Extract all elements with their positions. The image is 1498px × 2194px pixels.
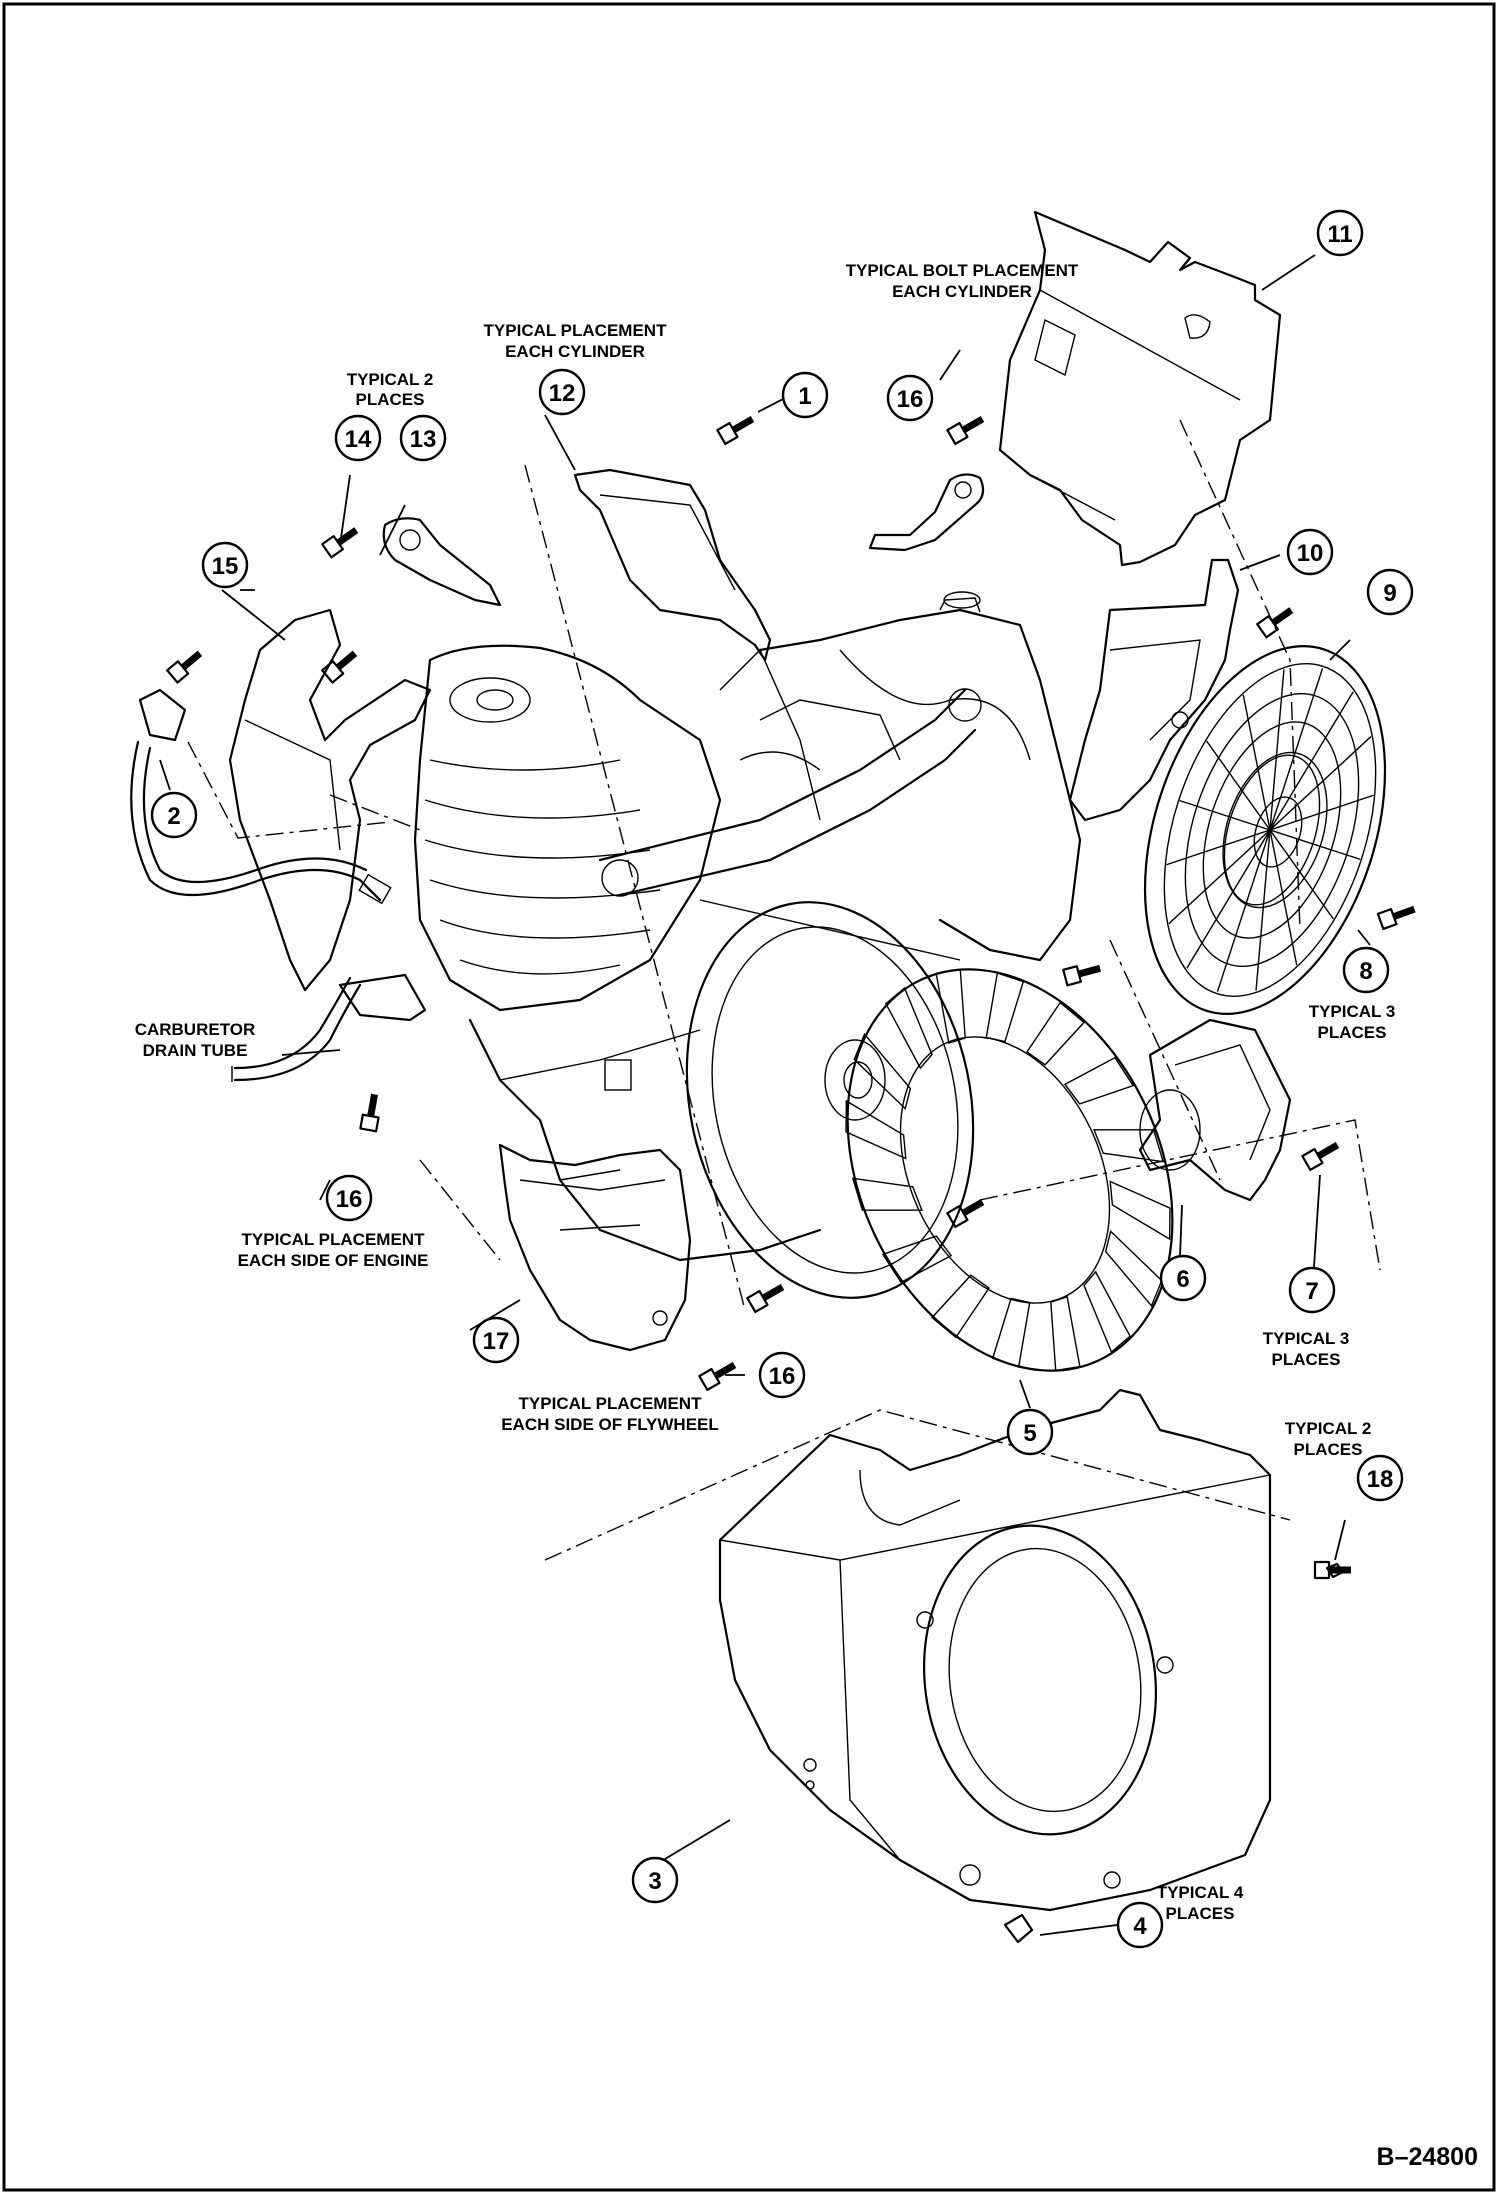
callouts: 1 2 3 4 5 6 7 8 9 10 11 12 13 14 15 16 1… xyxy=(150,209,1414,1949)
note-typical-3-places-8-line1: TYPICAL 3 xyxy=(1309,1002,1396,1021)
leader-lines xyxy=(159,254,1371,1936)
note-typical-3-places-7-line1: TYPICAL 3 xyxy=(1263,1329,1350,1348)
note-placement-each-cylinder-line2: EACH CYLINDER xyxy=(505,342,645,361)
note-bolt-each-cylinder-line2: EACH CYLINDER xyxy=(892,282,1032,301)
svg-text:10: 10 xyxy=(1297,540,1324,567)
note-typical-3-places-7-line2: PLACES xyxy=(1272,1350,1341,1369)
bolt xyxy=(746,1283,785,1314)
note-carburetor-drain-tube-line2: DRAIN TUBE xyxy=(143,1041,248,1060)
baffle-part-10 xyxy=(1068,558,1240,822)
callout-17: 17 xyxy=(472,1316,520,1364)
svg-text:9: 9 xyxy=(1383,580,1396,607)
deflector-part-12 xyxy=(573,468,772,662)
svg-text:2: 2 xyxy=(167,803,180,830)
reference-number: B–24800 xyxy=(1377,2143,1478,2171)
bolt xyxy=(359,1093,380,1133)
note-typical-2-places-line1: TYPICAL 2 xyxy=(347,370,434,389)
callout-5: 5 xyxy=(1006,1408,1054,1456)
callout-12: 12 xyxy=(538,368,586,416)
note-carburetor-drain-tube-line1: CARBURETOR xyxy=(135,1020,256,1039)
note-typical-2-places-line2: PLACES xyxy=(356,390,425,409)
callout-10: 10 xyxy=(1286,528,1334,576)
callout-11: 11 xyxy=(1316,209,1364,257)
bracket-part-13 xyxy=(382,517,502,607)
svg-text:5: 5 xyxy=(1023,1420,1036,1447)
note-typical-4-places-line1: TYPICAL 4 xyxy=(1157,1883,1244,1902)
svg-text:16: 16 xyxy=(336,1186,363,1213)
blower-housing-part-3 xyxy=(718,1388,1272,1912)
callout-16-top: 16 xyxy=(886,374,934,422)
note-each-side-engine-line2: EACH SIDE OF ENGINE xyxy=(238,1251,429,1270)
flywheel xyxy=(685,899,975,1299)
svg-text:16: 16 xyxy=(897,386,924,413)
note-each-side-engine-line1: TYPICAL PLACEMENT xyxy=(242,1230,426,1249)
bolt xyxy=(698,1361,737,1392)
nut-part-18 xyxy=(1325,1562,1345,1579)
note-typical-3-places-8-line2: PLACES xyxy=(1318,1023,1387,1042)
callout-16-engine: 16 xyxy=(325,1174,373,1222)
lower-baffle-part-17 xyxy=(498,1143,692,1352)
starter-cup-part-6 xyxy=(1138,1018,1292,1202)
callout-7: 7 xyxy=(1288,1266,1336,1314)
bolt xyxy=(321,650,358,684)
svg-text:6: 6 xyxy=(1176,1266,1189,1293)
callout-13: 13 xyxy=(399,414,447,462)
fan-screen-part-9 xyxy=(1143,645,1387,1015)
spark-plug-wire-part-2 xyxy=(130,688,392,905)
side-shroud-part-15 xyxy=(228,608,432,992)
svg-text:16: 16 xyxy=(769,1363,796,1390)
cylinder-shroud-part-11 xyxy=(998,210,1282,567)
callout-4: 4 xyxy=(1116,1901,1164,1949)
callout-6: 6 xyxy=(1159,1254,1207,1302)
callout-9: 9 xyxy=(1366,568,1414,616)
bolt xyxy=(1062,964,1102,987)
note-each-side-flywheel-line2: EACH SIDE OF FLYWHEEL xyxy=(501,1415,719,1434)
svg-text:14: 14 xyxy=(345,426,372,453)
bolt xyxy=(1376,905,1416,931)
svg-text:11: 11 xyxy=(1327,221,1352,248)
callout-3: 3 xyxy=(631,1856,679,1904)
engine-block xyxy=(413,591,1082,1262)
bolt xyxy=(1301,1141,1340,1172)
callout-1: 1 xyxy=(781,371,829,419)
note-typical-2-places-18-line1: TYPICAL 2 xyxy=(1285,1419,1372,1438)
svg-text:7: 7 xyxy=(1305,1278,1318,1305)
svg-text:3: 3 xyxy=(648,1868,661,1895)
svg-text:18: 18 xyxy=(1367,1466,1394,1493)
fasteners xyxy=(166,415,1416,1944)
nut-part-4 xyxy=(1003,1913,1034,1944)
note-bolt-each-cylinder-line1: TYPICAL BOLT PLACEMENT xyxy=(846,261,1079,280)
bolt xyxy=(1256,607,1294,639)
svg-text:13: 13 xyxy=(410,426,437,453)
svg-text:8: 8 xyxy=(1359,958,1372,985)
note-typical-4-places-line2: PLACES xyxy=(1166,1904,1235,1923)
bracket-upper xyxy=(868,473,985,552)
svg-text:12: 12 xyxy=(549,380,576,407)
notes: TYPICAL BOLT PLACEMENT EACH CYLINDER TYP… xyxy=(135,261,1396,1923)
bolt xyxy=(946,415,985,446)
svg-text:1: 1 xyxy=(798,383,811,410)
callout-15: 15 xyxy=(201,541,249,589)
bolt xyxy=(946,1198,985,1229)
callout-14: 14 xyxy=(334,414,382,462)
note-typical-2-places-18-line2: PLACES xyxy=(1294,1440,1363,1459)
svg-text:15: 15 xyxy=(212,553,239,580)
bolt xyxy=(166,650,203,684)
svg-text:17: 17 xyxy=(483,1328,510,1355)
callout-8: 8 xyxy=(1342,946,1390,994)
callout-2: 2 xyxy=(150,791,198,839)
bolt xyxy=(716,415,755,446)
carburetor-drain-tube xyxy=(231,973,427,1082)
callout-18: 18 xyxy=(1356,1454,1404,1502)
callout-16-flywheel: 16 xyxy=(758,1351,806,1399)
note-placement-each-cylinder-line1: TYPICAL PLACEMENT xyxy=(484,321,668,340)
note-each-side-flywheel-line1: TYPICAL PLACEMENT xyxy=(519,1394,703,1413)
svg-text:4: 4 xyxy=(1133,1913,1147,1940)
